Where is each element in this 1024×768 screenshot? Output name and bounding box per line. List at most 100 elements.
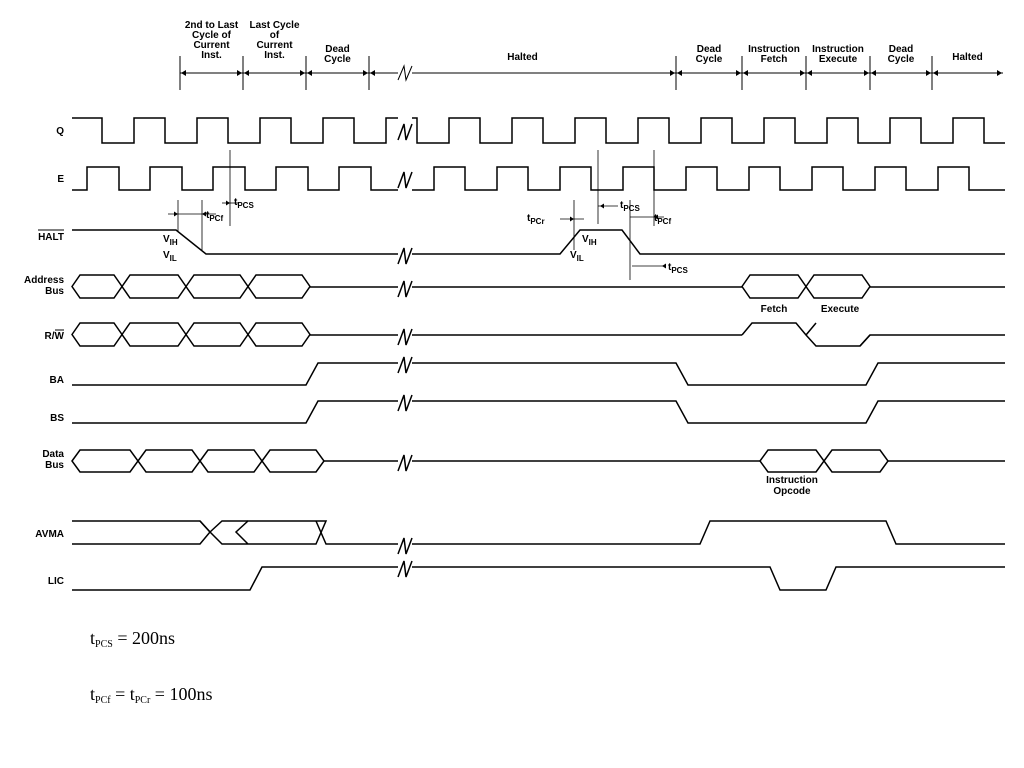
formula-t: t: [90, 684, 96, 704]
address-bus-break: [397, 280, 413, 298]
q-label: Q: [56, 126, 64, 137]
phase-arrow-right: [926, 70, 931, 76]
data-bus-segment: [71, 449, 139, 473]
data-bus-opcode: [759, 449, 825, 473]
formula-value: = 200ns: [112, 628, 175, 648]
phase-label-line: Cycle of: [192, 30, 232, 41]
tpcf-1-label-sub: PCf: [209, 214, 223, 223]
avma-waveform-a: [72, 520, 211, 545]
timing-arrow-head: [600, 203, 604, 209]
bs-break: [397, 394, 413, 412]
tpcf-2-label-main: t: [654, 213, 658, 224]
rw-segment: [247, 322, 311, 347]
phase-arrow-right: [736, 70, 741, 76]
rw-cross: [805, 322, 817, 336]
opcode-label: Opcode: [773, 486, 811, 497]
rw-segment: [121, 322, 187, 347]
phase-arrow-left: [871, 70, 876, 76]
lic-waveform-right: [412, 566, 1005, 591]
ba-waveform-left: [72, 362, 398, 386]
tpcf-1-label: tPCf: [206, 210, 223, 223]
rw-tail: [859, 334, 1005, 347]
opcode-label: Instruction: [766, 475, 818, 486]
bs-waveform-left: [72, 400, 398, 424]
lic-label: LIC: [48, 576, 64, 587]
vil-1-label-sub: IL: [170, 254, 177, 263]
phase-label-line: Current: [193, 40, 230, 51]
tpcf-2-label-sub: PCf: [657, 217, 671, 226]
phase-label-line: Last Cycle: [249, 20, 299, 31]
vil-2-label-sub: IL: [577, 254, 584, 263]
fetch-label: Fetch: [761, 304, 788, 315]
address-bus-execute: [805, 274, 871, 299]
address-bus-segment: [71, 274, 123, 299]
phase-label-line: Dead: [325, 44, 349, 55]
halt-break: [397, 247, 413, 265]
phase-arrow-left: [933, 70, 938, 76]
phase-arrow-left: [307, 70, 312, 76]
data-bus-segment: [137, 449, 201, 473]
avma-waveform-right: [412, 520, 1005, 545]
phase-label-line: 2nd to Last: [185, 20, 239, 31]
timing-arrow-head: [202, 211, 206, 217]
vil-2-label: VIL: [570, 250, 584, 263]
vih-2-label-main: V: [582, 234, 589, 245]
phase-arrow-left: [743, 70, 748, 76]
address-bus-label: Address: [24, 275, 64, 286]
formula-subscript: PCf: [95, 695, 111, 706]
timing-arrow-head: [654, 214, 658, 220]
e-label: E: [57, 174, 64, 185]
formula-subscript: PCr: [134, 695, 151, 706]
bs-label: BS: [50, 413, 64, 424]
q-waveform-left: [72, 117, 398, 144]
phase-label-line: Instruction: [748, 44, 800, 55]
timing-arrow-head: [174, 211, 178, 217]
phase-arrow-right: [997, 70, 1002, 76]
rw-segment: [185, 322, 249, 347]
data-bus-break: [397, 454, 413, 472]
phase-arrow-right: [237, 70, 242, 76]
phase-arrow-left: [244, 70, 249, 76]
tpcs-2-label-sub: PCS: [623, 204, 640, 213]
vih-2-label: VIH: [582, 234, 597, 247]
phase-label-line: Inst.: [201, 50, 222, 61]
phase-label-line: of: [270, 30, 280, 41]
bs-waveform-right: [412, 400, 1005, 424]
avma-waveform-c: [315, 520, 398, 545]
vih-1-label: VIH: [163, 234, 178, 247]
timing-arrow-head: [570, 216, 574, 222]
tpcs-3-label: tPCS: [668, 262, 688, 275]
tpcs-1-label-main: t: [234, 197, 238, 208]
timing-arrow-head: [662, 263, 666, 269]
avma-label: AVMA: [35, 529, 64, 540]
lic-break: [397, 560, 413, 578]
phase-arrow-right: [800, 70, 805, 76]
phase-arrow-right: [864, 70, 869, 76]
vil-1-label-main: V: [163, 250, 170, 261]
rw-break: [397, 328, 413, 346]
phase-label-line: Cycle: [324, 54, 351, 65]
address-bus-segment: [121, 274, 187, 299]
phase-break-mark: [397, 64, 413, 82]
phase-label-line: Dead: [889, 44, 913, 55]
tpcr-label-main: t: [527, 213, 531, 224]
formula-equals-t: = t: [110, 684, 135, 704]
formula-value: = 100ns: [150, 684, 213, 704]
vil-2-label-main: V: [570, 250, 577, 261]
halt-waveform-left: [72, 229, 398, 255]
tpcf-formula: tPCf = tPCr = 100ns: [90, 684, 212, 706]
ba-label: BA: [50, 375, 64, 386]
tpcs-1-label-sub: PCS: [237, 201, 254, 210]
vih-1-label-main: V: [163, 234, 170, 245]
tpcs-2-label: tPCS: [620, 200, 640, 213]
phase-arrow-right: [300, 70, 305, 76]
tpcr-label: tPCr: [527, 213, 545, 226]
formula-t: t: [90, 628, 96, 648]
avma-cross: [209, 520, 248, 533]
address-bus-fetch: [741, 274, 807, 299]
ba-waveform-right: [412, 362, 1005, 386]
e-waveform-right: [412, 166, 1005, 191]
phase-arrow-right: [670, 70, 675, 76]
